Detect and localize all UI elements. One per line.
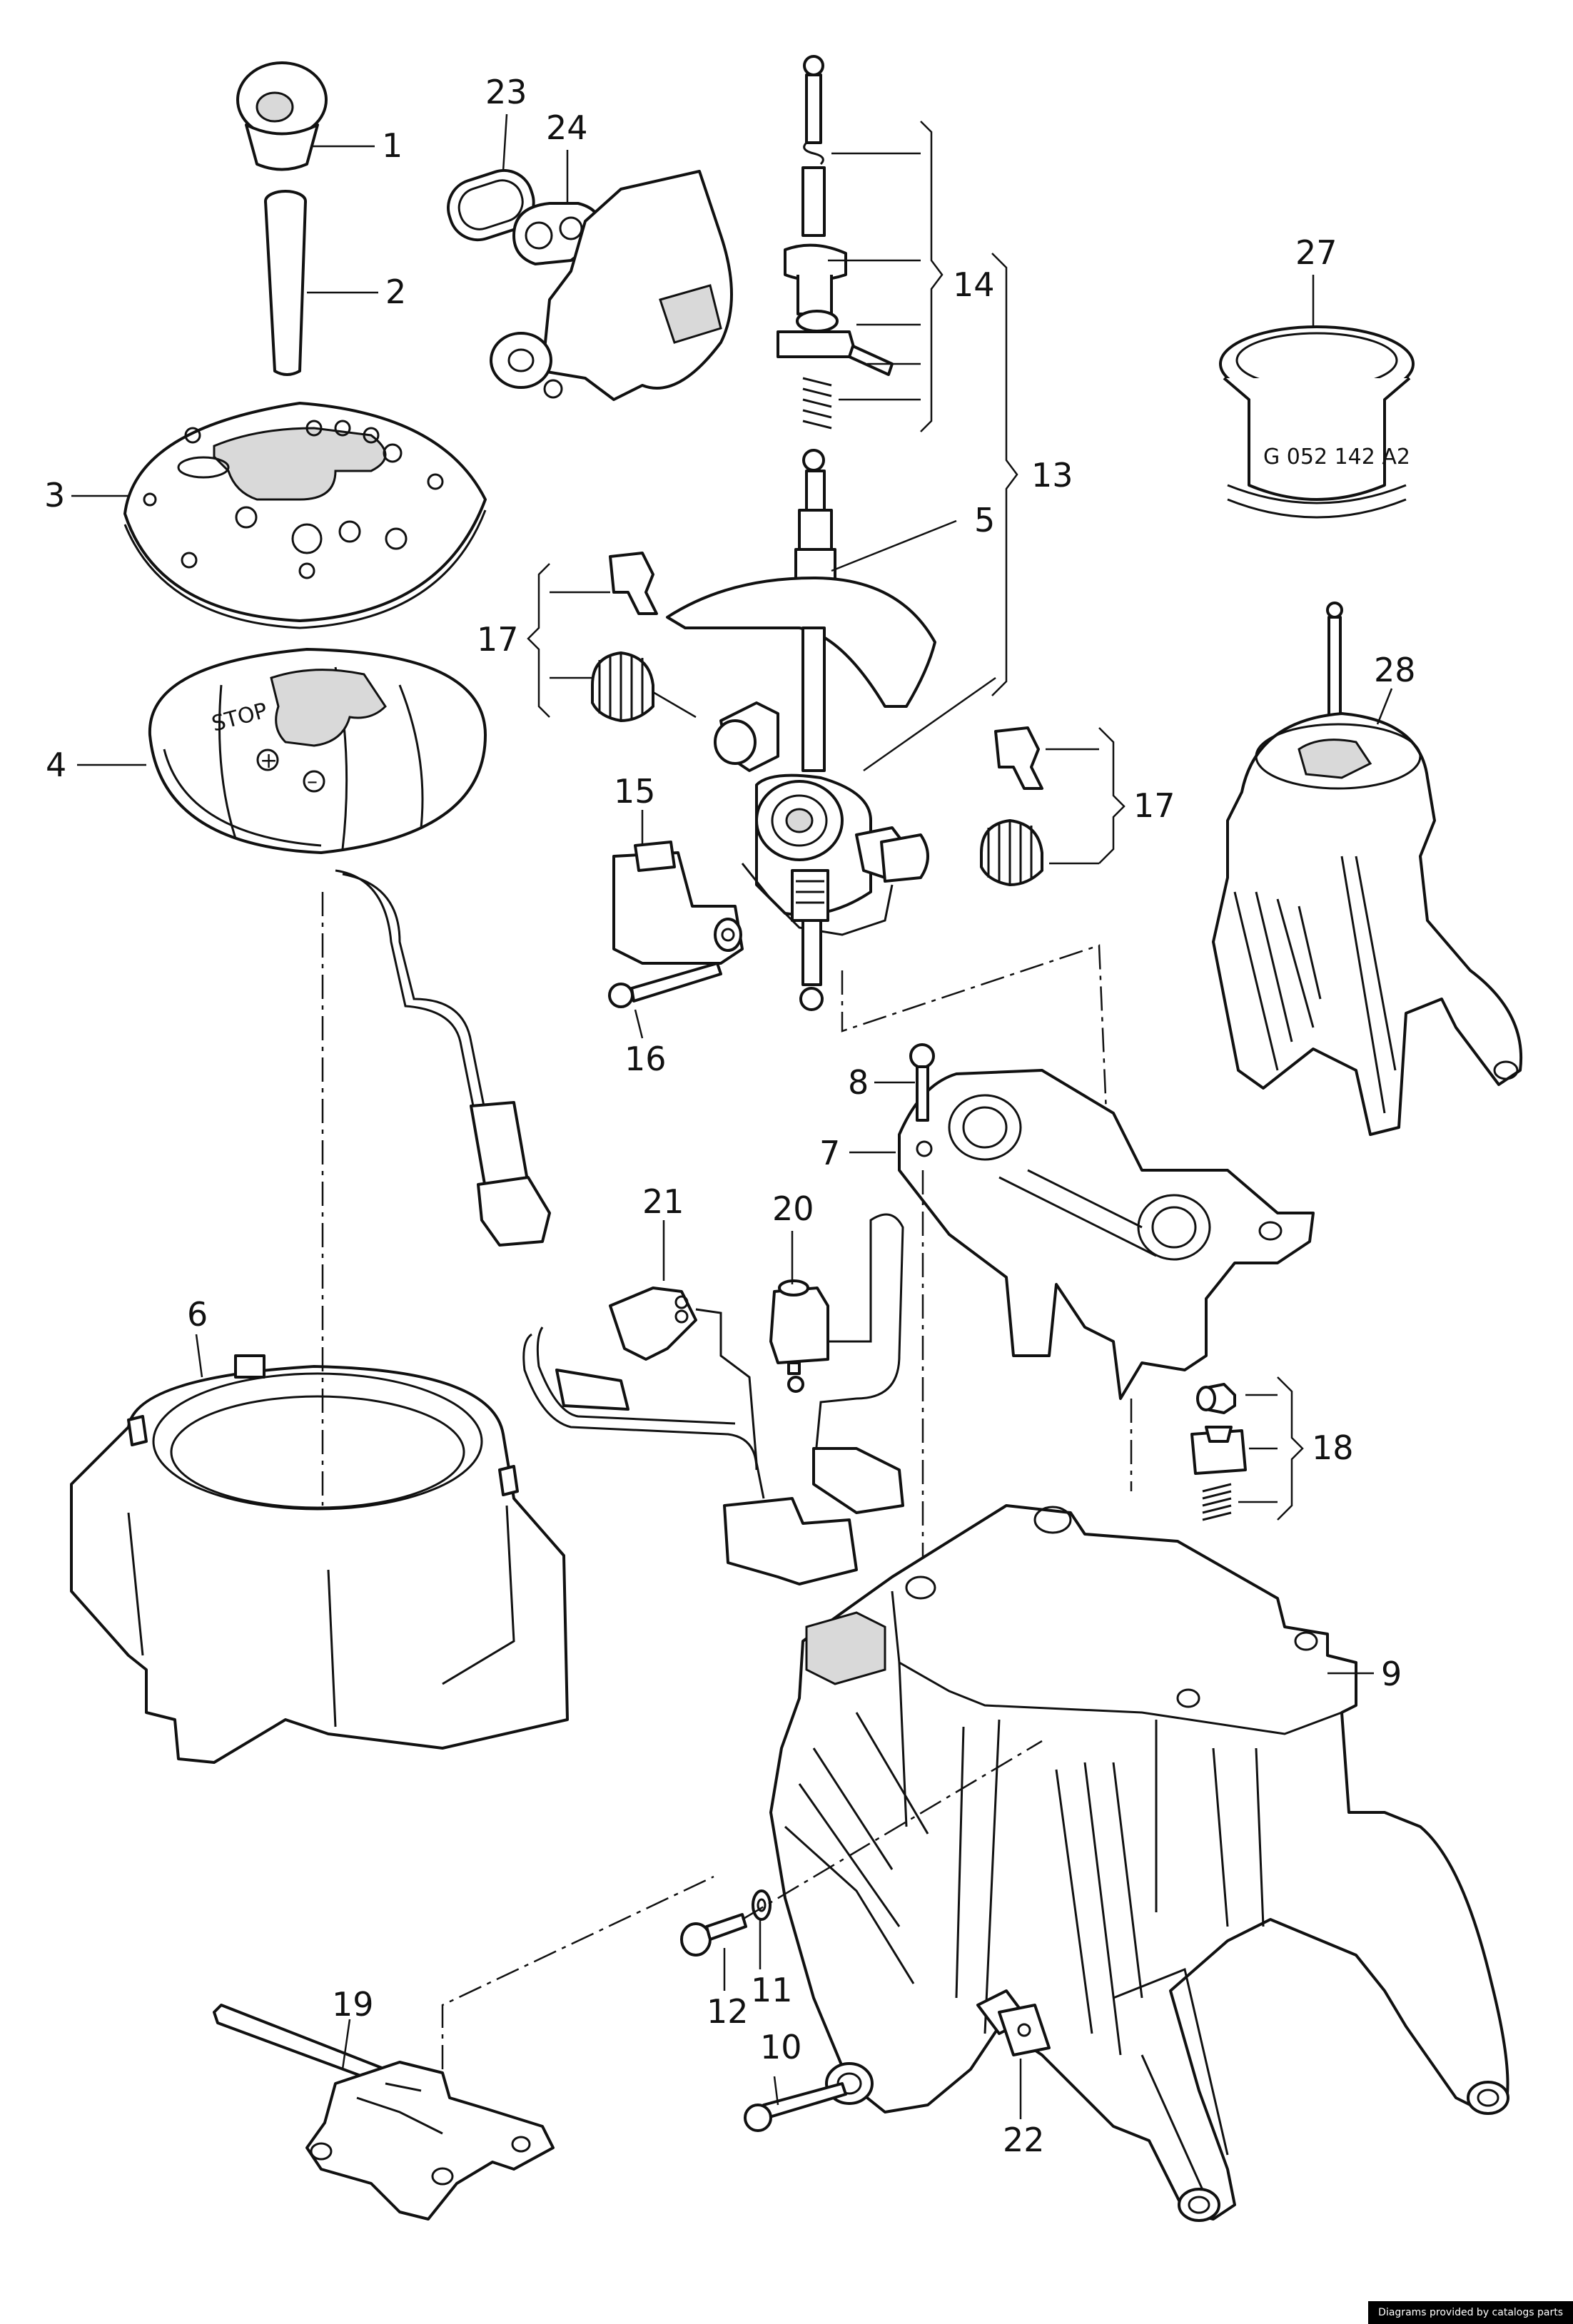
callout-14: 14 (953, 265, 995, 304)
axis-line-lever (841, 944, 1108, 1114)
part-8-bracket-screw[interactable]: 8 (848, 1043, 935, 1122)
part-5-selector-lever[interactable]: 5 (666, 449, 996, 1011)
callout-6: 6 (187, 1295, 208, 1334)
callout-18: 18 (1312, 1429, 1354, 1467)
callout-22: 22 (1003, 2121, 1045, 2159)
part-27-sealing-ring[interactable]: G 052 142 A2 27 (1219, 233, 1415, 519)
callout-7: 7 (819, 1134, 840, 1172)
part-3-shift-gate-plate[interactable]: 3 (44, 402, 487, 629)
part-22-bracket-plate[interactable]: 22 (976, 1989, 1051, 2159)
bezel-minus-text: – (307, 769, 318, 794)
part-20-lock-solenoid[interactable]: 20 (769, 1189, 904, 1490)
part-19-selector-cable-bracket[interactable]: 19 (213, 1985, 555, 2221)
bezel-plus-text: + (260, 749, 278, 773)
callout-17-right: 17 (1133, 786, 1175, 825)
callout-24: 24 (546, 108, 588, 147)
part-21-wiring-harness[interactable]: 21 (522, 1182, 904, 1585)
callout-17-left: 17 (477, 620, 519, 659)
center-console-cover-section (490, 170, 733, 401)
callout-9: 9 (1381, 1655, 1402, 1693)
callout-19: 19 (332, 1985, 374, 2024)
callout-4: 4 (46, 746, 66, 784)
part-9-selector-housing[interactable]: 9 (769, 1504, 1509, 2222)
callout-21: 21 (642, 1182, 684, 1221)
part-15-solenoid-switch[interactable]: 15 (612, 772, 744, 965)
part-18-detent-set[interactable]: 18 (1190, 1376, 1354, 1521)
callout-2: 2 (385, 273, 406, 311)
part-2-lever-sleeve[interactable]: 2 (264, 190, 406, 376)
diagram-credit: Diagrams provided by catalogs parts (1368, 2301, 1573, 2324)
callout-3: 3 (44, 476, 65, 514)
part-23-oval-seal[interactable]: 23 (441, 73, 541, 247)
part-14-rod-assembly[interactable]: 14 (777, 55, 995, 432)
part-17-spring-clip-left[interactable]: 17 (477, 552, 697, 722)
callout-11: 11 (751, 1971, 793, 2009)
callout-1: 1 (382, 126, 403, 165)
callout-28: 28 (1374, 651, 1416, 689)
part-1-shift-knob[interactable]: 1 (236, 61, 403, 171)
part-7-mounting-bracket[interactable]: 7 (819, 1069, 1315, 1400)
part-17-spring-clip-right[interactable]: 17 (980, 726, 1175, 886)
part-28-complete-selector-unit[interactable]: 28 (1212, 602, 1523, 1136)
callout-15: 15 (614, 772, 656, 811)
callout-23: 23 (485, 73, 527, 111)
callout-5: 5 (974, 501, 995, 539)
callout-16: 16 (624, 1040, 667, 1078)
axis-line-cable (441, 1875, 714, 2069)
part-6-lower-trim-housing[interactable]: 6 (70, 1295, 569, 1764)
part-13-bracket[interactable]: 13 (991, 253, 1073, 696)
callout-12: 12 (707, 1992, 749, 2031)
callout-13: 13 (1031, 456, 1073, 494)
callout-10: 10 (760, 2028, 802, 2066)
part-11-washer[interactable]: 11 (751, 1889, 793, 2009)
part-10-bolt[interactable]: 10 (744, 2028, 847, 2132)
part-16-screw[interactable]: 16 (608, 962, 722, 1078)
part-12-hex-bolt[interactable]: 12 (680, 1913, 749, 2031)
callout-20: 20 (772, 1189, 814, 1228)
ring-part-code: G 052 142 A2 (1263, 445, 1410, 470)
callout-27: 27 (1295, 233, 1337, 272)
axis-line-bolt (742, 1740, 1043, 1921)
part-4-shift-bezel[interactable]: STOP + – 4 (46, 648, 551, 1247)
callout-8: 8 (848, 1063, 869, 1102)
